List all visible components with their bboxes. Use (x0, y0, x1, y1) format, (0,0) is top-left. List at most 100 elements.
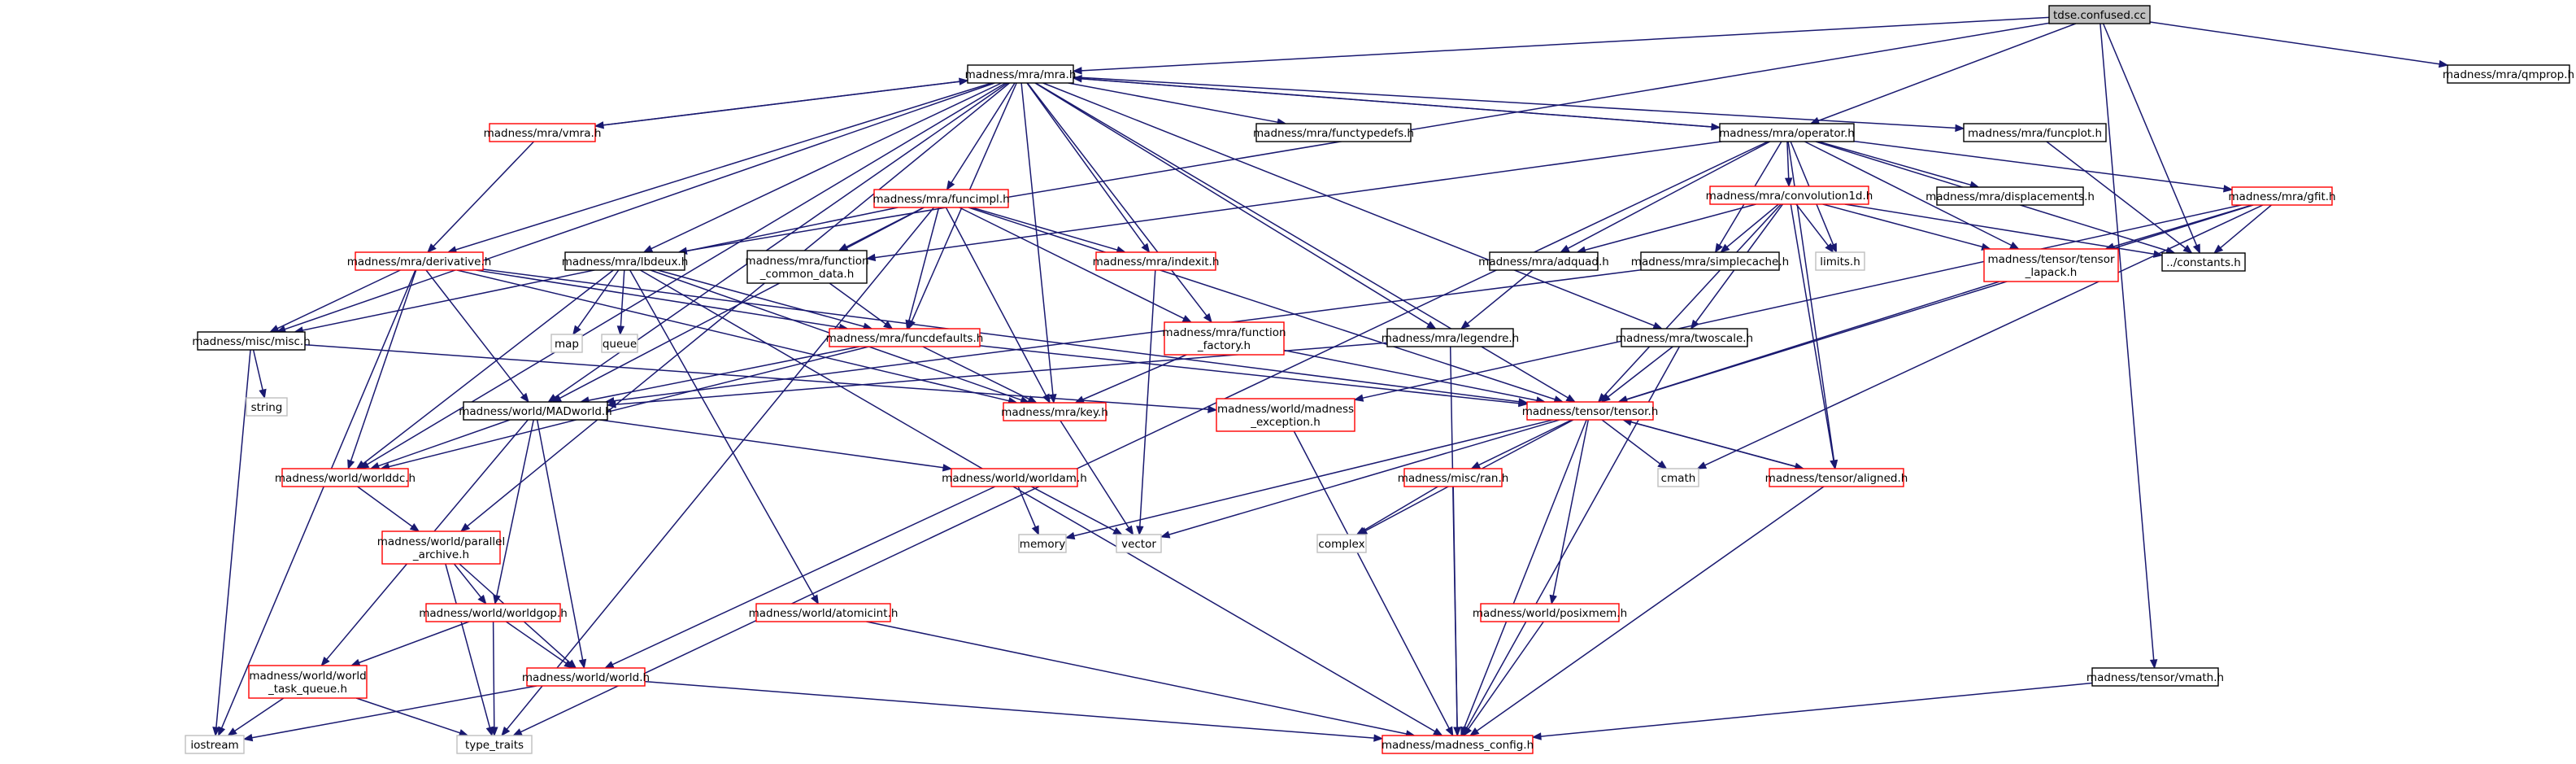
node-gfit[interactable]: madness/mra/gfit.h (2228, 186, 2336, 206)
edge-posixmem-to-madness_config (1463, 621, 1544, 737)
edge-line (1363, 486, 1438, 531)
edge-line (359, 621, 470, 664)
node-label: type_traits (465, 739, 524, 752)
edge-tensor-to-vector (1160, 419, 1560, 539)
node-madness-exception[interactable]: madness/world/madness_exception.h (1216, 398, 1355, 432)
node-box (829, 328, 981, 347)
node-label: madness/mra/operator.h (1719, 127, 1855, 140)
node-label: _factory.h (1197, 339, 1251, 352)
node-label: _archive.h (412, 548, 469, 561)
node-label: madness/world/worlddc.h (275, 472, 416, 485)
edge-funcimpl-to-type_traits (501, 207, 935, 737)
node-simplecache: madness/mra/simplecache.h (1631, 251, 1789, 271)
node-label: madness/world/madness (1217, 403, 1354, 416)
node-madness-config[interactable]: madness/madness_config.h (1382, 735, 1534, 754)
node-ran[interactable]: madness/misc/ran.h (1398, 468, 1509, 487)
edge-line (1478, 419, 1573, 466)
edge-line (1853, 140, 2225, 190)
node-box (2231, 186, 2333, 206)
edge-line (874, 141, 1722, 259)
edge-line (1704, 204, 2264, 466)
edge-key-to-vector (1060, 420, 1134, 536)
node-box (2161, 252, 2246, 272)
node-box (1255, 123, 1412, 142)
node-memory: memory (1018, 534, 1067, 553)
edge-gfit-to-constants (2213, 204, 2272, 254)
node-derivative[interactable]: madness/mra/derivative.h (347, 251, 492, 271)
edge-line (1060, 420, 1129, 529)
node-box (197, 331, 306, 351)
edge-gfit-to-madness_exception (1353, 204, 2242, 402)
edge-line (594, 81, 960, 127)
node-world-task-queue[interactable]: madness/world/world_task_queue.h (248, 665, 368, 699)
node-label: _task_queue.h (268, 683, 347, 696)
edge-line (1030, 486, 1116, 531)
arrowhead (268, 325, 280, 333)
arrowhead (1203, 312, 1212, 324)
node-aligned[interactable]: madness/tensor/aligned.h (1765, 468, 1908, 487)
node-worldam[interactable]: madness/world/worldam.h (942, 468, 1087, 487)
node-tensor-lapack[interactable]: madness/tensor/tensor_lapack.h (1983, 248, 2119, 282)
node-box (1769, 468, 1904, 487)
arrowhead (1445, 726, 1454, 737)
edge-line (234, 697, 285, 732)
arrowhead (811, 594, 819, 605)
node-label: _exception.h (1250, 416, 1321, 429)
node-box (1936, 186, 2084, 206)
edge-operator-to-gfit (1853, 140, 2234, 193)
node-funcimpl[interactable]: madness/mra/funcimpl.h (872, 189, 1010, 208)
node-worlddc[interactable]: madness/world/worlddc.h (275, 468, 416, 487)
node-label: string (251, 401, 283, 414)
arrowhead (1463, 726, 1473, 737)
node-box (1403, 468, 1503, 487)
node-box (564, 251, 685, 271)
edge-line (363, 269, 614, 465)
node-label: madness/misc/ran.h (1398, 472, 1509, 485)
edge-line (1042, 82, 1655, 326)
node-limits: limits.h (1815, 251, 1865, 271)
node-worldgop[interactable]: madness/world/worldgop.h (419, 603, 568, 622)
node-label: madness/world/MADworld.h (459, 405, 612, 418)
node-box (1963, 123, 2107, 142)
edge-mra-to-legendre (1034, 82, 1437, 330)
edge-lbdeux-to-madness_config (640, 269, 1443, 736)
arrowhead (350, 658, 361, 666)
arrowhead (865, 253, 877, 262)
node-indexit[interactable]: madness/mra/indexit.h (1093, 251, 1220, 271)
node-label: limits.h (1820, 255, 1860, 268)
node-label: ../constants.h (2166, 256, 2241, 269)
edge-lbdeux-to-queue (616, 269, 625, 336)
node-convolution1d[interactable]: madness/mra/convolution1d.h (1706, 186, 1873, 205)
node-parallel-archive[interactable]: madness/world/parallel_archive.h (377, 530, 505, 565)
node-key[interactable]: madness/mra/key.h (1001, 402, 1108, 421)
edge-line (959, 207, 1185, 320)
node-box (1003, 402, 1107, 421)
node-tensor[interactable]: madness/tensor/tensor.h (1522, 401, 1659, 421)
edge-line (1726, 203, 1779, 248)
node-function-factory[interactable]: madness/mra/function_factory.h (1162, 321, 1286, 356)
node-box (951, 468, 1078, 487)
edge-world_task_queue-to-type_traits (355, 697, 469, 737)
edge-vmra-to-derivative (427, 141, 535, 253)
edge-line (1822, 203, 1983, 248)
edge-mra-to-twoscale (1042, 82, 1664, 330)
edge-derivative-to-misc (268, 269, 401, 333)
node-label: madness/tensor/aligned.h (1765, 472, 1908, 485)
edge-worldgop-to-world_task_queue (350, 621, 470, 666)
edge-tensor-to-cmath (1601, 419, 1668, 469)
node-box (456, 735, 533, 754)
arrowhead (427, 243, 437, 253)
edge-line (1630, 421, 1804, 469)
node-world[interactable]: madness/world/world.h (522, 667, 650, 687)
edge-line (611, 486, 996, 666)
node-box (281, 468, 409, 487)
edge-worldam-to-vector (1030, 486, 1123, 535)
node-label: madness/mra/adquad.h (1478, 255, 1609, 268)
node-vmra[interactable]: madness/mra/vmra.h (484, 123, 602, 142)
node-label: _common_data.h (759, 268, 855, 281)
node-posixmem[interactable]: madness/world/posixmem.h (1473, 603, 1627, 622)
node-atomicint[interactable]: madness/world/atomicint.h (749, 603, 899, 622)
arrowhead (1696, 461, 1708, 469)
node-funcdefaults[interactable]: madness/mra/funcdefaults.h (826, 328, 984, 347)
edge-line (979, 345, 1520, 404)
